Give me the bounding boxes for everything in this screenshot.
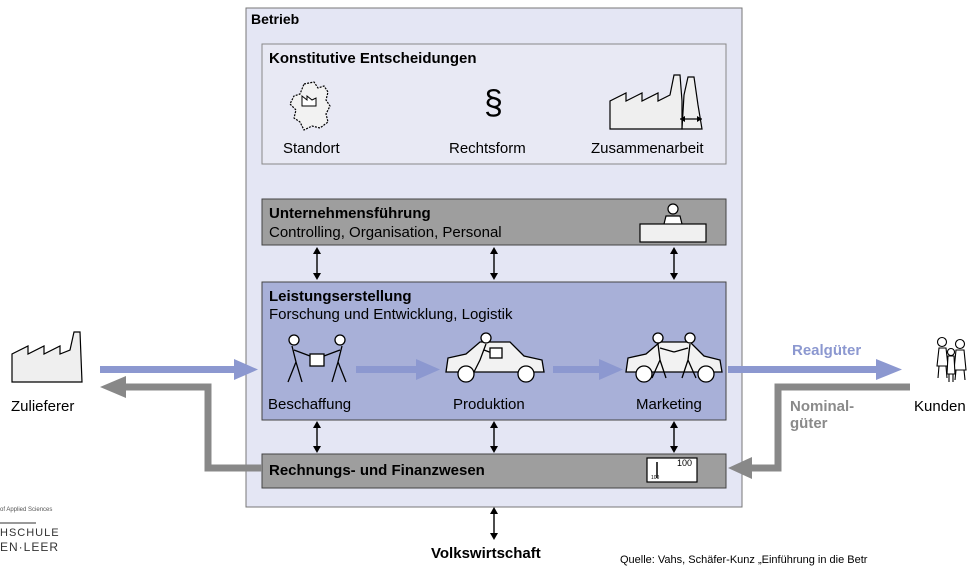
zusammenarbeit-label: Zusammenarbeit	[591, 140, 704, 157]
handover-icon	[287, 334, 347, 383]
logo-line1: of Applied Sciences	[0, 507, 53, 513]
paragraph-icon: §	[484, 84, 503, 122]
double-arrow-upper-3	[670, 247, 678, 280]
rechtsform-label: Rechtsform	[449, 140, 526, 157]
beschaffung-label: Beschaffung	[268, 396, 352, 413]
logo-line2: HSCHULE	[0, 527, 60, 539]
realgueter-flow-out	[728, 359, 902, 380]
zulieferer-label: Zulieferer	[11, 398, 75, 415]
flow-beschaffung-produktion	[356, 359, 440, 380]
flow-produktion-marketing	[553, 359, 623, 380]
realgueter-flow-in	[100, 359, 258, 380]
double-arrow-lower-1	[313, 421, 321, 453]
banknote-icon: 100	[646, 457, 698, 483]
rechnungswesen-title: Rechnungs- und Finanzwesen	[269, 462, 485, 479]
konstitutive-title: Konstitutive Entscheidungen	[269, 50, 477, 67]
volkswirtschaft-label: Volkswirtschaft	[431, 545, 541, 562]
leistungserstellung-title: Leistungserstellung	[269, 288, 412, 305]
svg-text:100: 100	[651, 475, 660, 481]
standort-label: Standort	[283, 140, 340, 157]
leistungserstellung-subtitle: Forschung und Entwicklung, Logistik	[269, 306, 513, 323]
kunden-label: Kunden	[914, 398, 966, 415]
quelle-text: Quelle: Vahs, Schäfer-Kunz „Einführung i…	[620, 554, 868, 566]
logo-line3: EN·LEER	[0, 540, 60, 554]
double-arrow-upper-2	[490, 247, 498, 280]
double-arrow-volkswirtschaft	[490, 507, 498, 540]
marketing-label: Marketing	[636, 396, 702, 413]
double-arrow-lower-3	[670, 421, 678, 453]
betrieb-title: Betrieb	[251, 11, 300, 27]
nominalgueter-label: Nominal- güter	[790, 398, 855, 432]
double-arrow-lower-2	[490, 421, 498, 453]
factories-icon	[609, 74, 703, 130]
double-arrow-upper-1	[313, 247, 321, 280]
unternehmensfuehrung-subtitle: Controlling, Organisation, Personal	[269, 224, 502, 241]
banknote-value: 100	[677, 458, 693, 468]
nominalgueter-flow-out	[100, 376, 262, 472]
factory-icon	[11, 331, 83, 383]
germany-map-icon	[289, 81, 331, 131]
realgueter-label: Realgüter	[792, 342, 862, 359]
produktion-label: Produktion	[453, 396, 525, 413]
car-production-icon	[445, 332, 545, 383]
car-sale-icon	[625, 332, 723, 383]
unternehmensfuehrung-title: Unternehmensführung	[269, 205, 431, 222]
nominalgueter-flow-in	[728, 383, 910, 479]
person-at-desk-icon	[639, 203, 707, 243]
family-icon	[936, 336, 967, 382]
